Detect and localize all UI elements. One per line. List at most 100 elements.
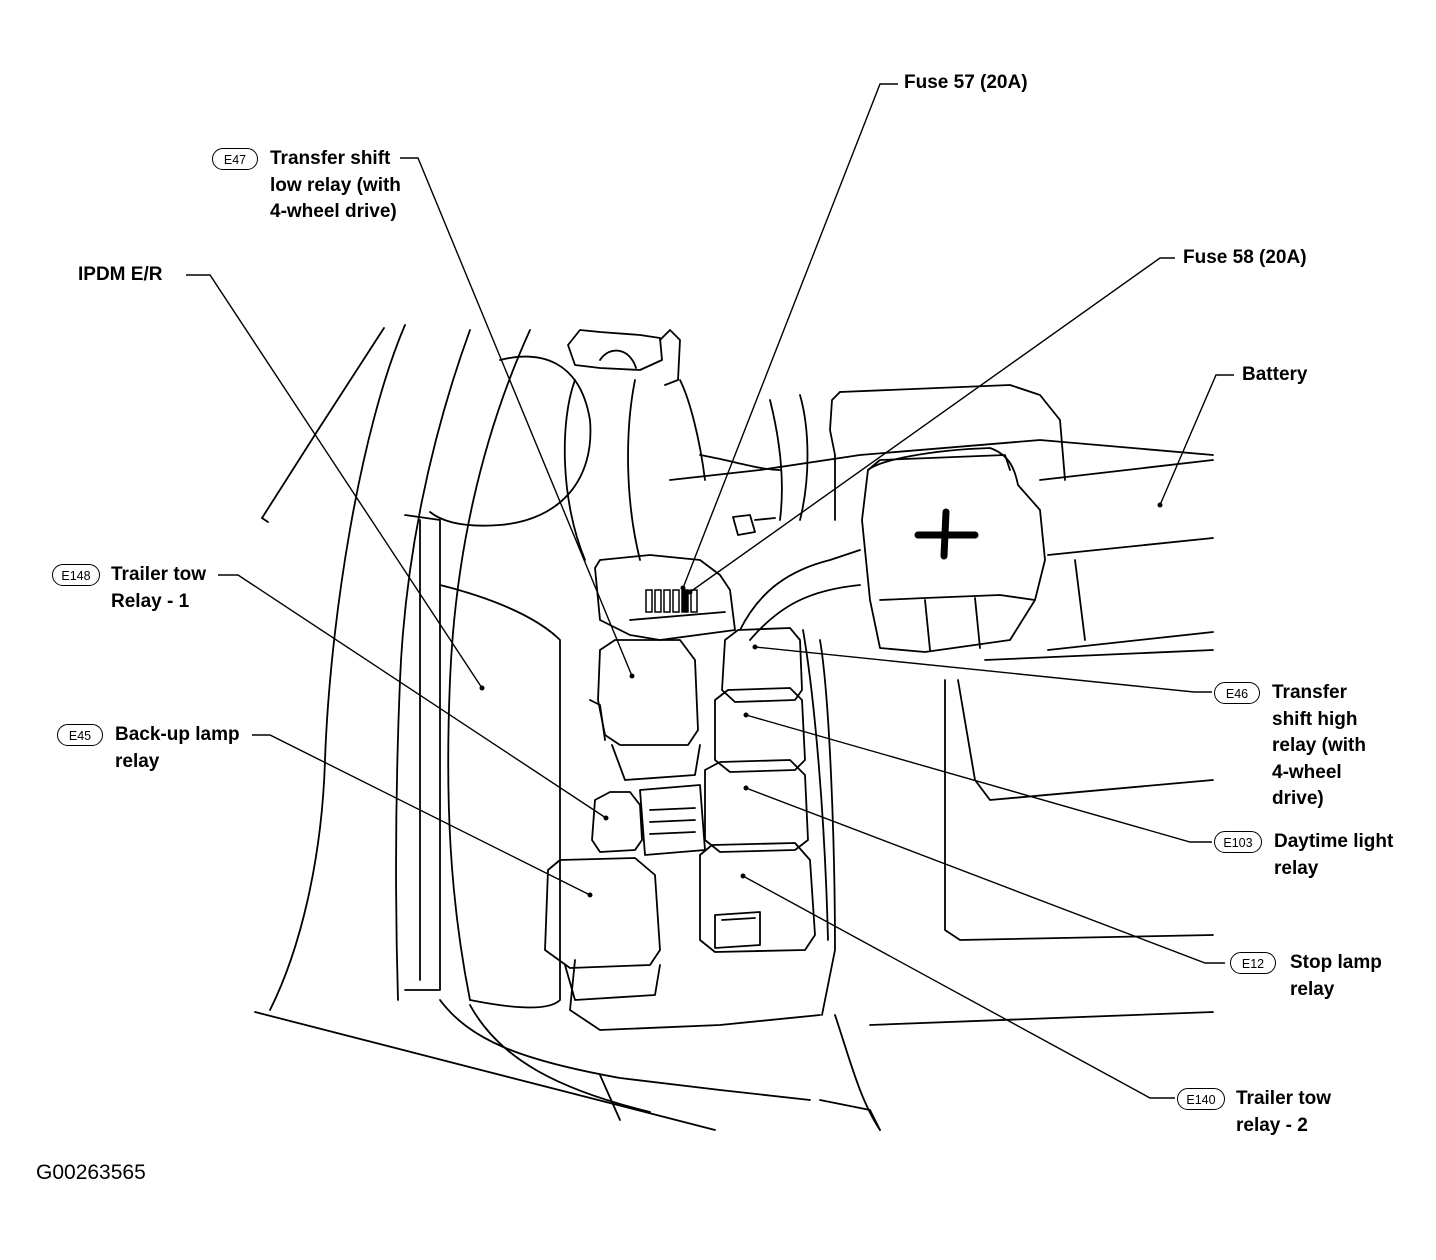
- leader-e46: [754, 646, 1212, 693]
- relay-e47-body: [597, 639, 699, 746]
- leader-e45: [252, 734, 591, 896]
- fender-curve-3: [447, 329, 531, 1001]
- badge-e148: E148: [52, 564, 100, 586]
- leader-dot: [743, 785, 749, 791]
- hose-outer: [429, 355, 592, 527]
- leader-dot: [603, 815, 609, 821]
- pipe-d: [799, 394, 809, 521]
- battery-upper-edge: [839, 384, 1066, 481]
- bracket-shape: [439, 584, 561, 1009]
- badge-e12: E12: [1230, 952, 1276, 974]
- hose-tube-left: [563, 379, 586, 561]
- ipdm-housing-left: [569, 959, 821, 1031]
- leader-fuse58: [689, 257, 1175, 593]
- label-ipdm: IPDM E/R: [78, 264, 163, 285]
- cable-right: [739, 549, 861, 631]
- figure-id: G00263565: [36, 1161, 146, 1184]
- terminal-cover: [861, 447, 1046, 653]
- ipdm-housing-outer: [802, 629, 829, 941]
- leader-dot: [740, 873, 746, 879]
- terminal-cap: [867, 454, 1011, 471]
- relay-e45-body: [544, 857, 661, 969]
- badge-e140: E140: [1177, 1088, 1225, 1110]
- bottom-panel-3: [469, 1004, 651, 1113]
- relay-e45-base: [564, 964, 661, 1001]
- hose-cap: [567, 329, 663, 371]
- badge-e103: E103: [1214, 831, 1262, 853]
- bolt-stem: [754, 517, 776, 521]
- label-e46: Transfer shift high relay (with 4-wheel …: [1272, 682, 1366, 809]
- ipdm-connector: [639, 784, 706, 856]
- leader-e47: [400, 157, 633, 677]
- label-e12: Stop lamp relay: [1290, 952, 1382, 1000]
- leader-dot: [752, 644, 758, 650]
- leader-dot: [743, 712, 749, 718]
- relay-e12-body: [704, 759, 809, 853]
- badge-e46: E46: [1214, 682, 1260, 704]
- pipe-b: [699, 454, 781, 471]
- leader-dot: [587, 892, 593, 898]
- label-e148: Trailer tow Relay - 1: [111, 564, 207, 612]
- badge-e47: E47: [212, 148, 258, 170]
- fuse-blade: [672, 589, 680, 613]
- leader-dot: [687, 589, 693, 595]
- relay-e140-slot: [714, 911, 761, 949]
- positive-symbol-v: [940, 508, 950, 560]
- fender-outline: [261, 327, 385, 519]
- battery-side: [829, 391, 841, 521]
- leader-e148: [218, 574, 607, 819]
- label-fuse-58: Fuse 58 (20A): [1183, 247, 1307, 268]
- battery-lower-box: [944, 679, 1214, 941]
- hose-neck: [659, 329, 681, 386]
- label-fuse-57: Fuse 57 (20A): [904, 72, 1028, 93]
- fuse-connector-base: [629, 611, 726, 621]
- leader-dot: [629, 673, 635, 679]
- battery-cross: [1074, 559, 1086, 641]
- leader-ipdm: [186, 274, 483, 689]
- leader-e12: [745, 787, 1225, 964]
- label-e45: Back-up lamp relay: [115, 724, 240, 772]
- battery-inner-line: [984, 649, 1214, 661]
- label-e103: Daytime light relay: [1274, 831, 1394, 879]
- leader-dot: [680, 585, 686, 591]
- bottom-panel-1: [254, 1011, 716, 1131]
- relay-e140-slot-inner: [721, 917, 756, 921]
- terminal-divider-2: [974, 597, 981, 649]
- leader-fuse57: [682, 83, 898, 589]
- battery-top: [669, 439, 1214, 481]
- terminal-cover-inner: [879, 594, 1036, 601]
- battery-base: [869, 1011, 1214, 1026]
- relay-e47-lip: [589, 699, 606, 741]
- label-e47: Transfer shift low relay (with 4-wheel d…: [270, 148, 401, 222]
- battery-body-mid: [1047, 537, 1214, 556]
- fender-curve-1: [269, 324, 406, 1011]
- fender-edge: [261, 517, 269, 523]
- pipe-c: [769, 399, 783, 521]
- battery-inner-box: [957, 679, 1214, 801]
- leader-dot: [479, 685, 485, 691]
- fuse-connector-housing: [594, 554, 736, 641]
- relay-e103-body: [714, 687, 806, 773]
- ipdm-ribs: [649, 807, 696, 835]
- label-battery: Battery: [1242, 364, 1308, 385]
- relay-e46-body: [721, 627, 803, 703]
- fuse-57-blade: [681, 589, 689, 613]
- fender-curve-2: [395, 329, 471, 1001]
- pipe-a: [679, 379, 706, 481]
- leader-e140: [742, 875, 1175, 1099]
- hose-clamp: [599, 349, 637, 369]
- bottom-panel-6: [834, 1014, 881, 1131]
- battery-body-top: [1039, 459, 1214, 481]
- ipdm-housing-right: [819, 639, 836, 1016]
- leader-battery: [1159, 374, 1234, 506]
- badge-e45: E45: [57, 724, 103, 746]
- fuse-blade: [654, 589, 662, 613]
- hose-tube-right: [627, 379, 641, 561]
- fender-inner: [404, 514, 441, 991]
- bottom-panel-4: [599, 1074, 621, 1121]
- fuse-blade: [645, 589, 653, 613]
- leader-e103: [745, 714, 1212, 843]
- relay-e47-base: [611, 744, 701, 781]
- relay-e148-body: [591, 791, 643, 853]
